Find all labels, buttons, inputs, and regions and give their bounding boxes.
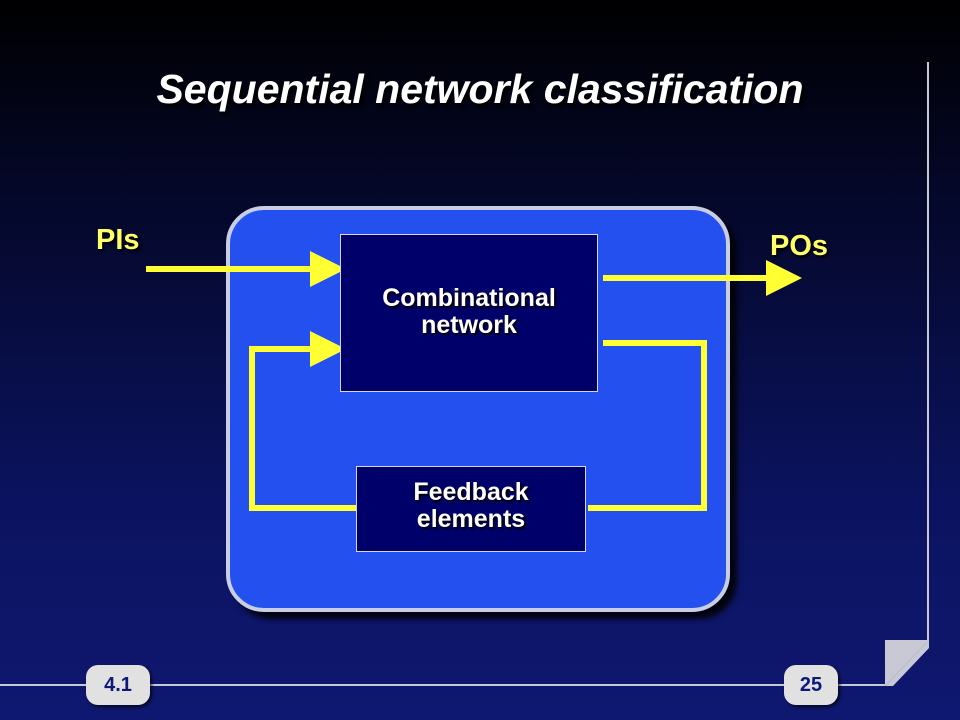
feedback-line-1: Feedback: [413, 478, 529, 506]
primary-inputs-label: PIs: [96, 224, 140, 256]
combinational-network-block: Combinational network: [340, 234, 598, 392]
feedback-line-2: elements: [416, 505, 526, 533]
frame-right-line: [927, 62, 929, 648]
page-number-badge: 25: [784, 665, 838, 705]
frame-bottom-line: [0, 684, 885, 686]
feedback-forward-arrow: [249, 331, 356, 511]
primary-outputs-label: POs: [770, 230, 829, 262]
section-number-badge: 4.1: [86, 665, 150, 705]
feedback-return-wire: [588, 340, 707, 511]
combinational-line-1: Combinational: [382, 284, 556, 312]
feedback-elements-block: Feedback elements: [356, 466, 586, 552]
slide-title: Sequential network classification: [156, 66, 804, 112]
combinational-line-2: network: [421, 311, 517, 339]
page-curl-icon: [885, 640, 929, 686]
